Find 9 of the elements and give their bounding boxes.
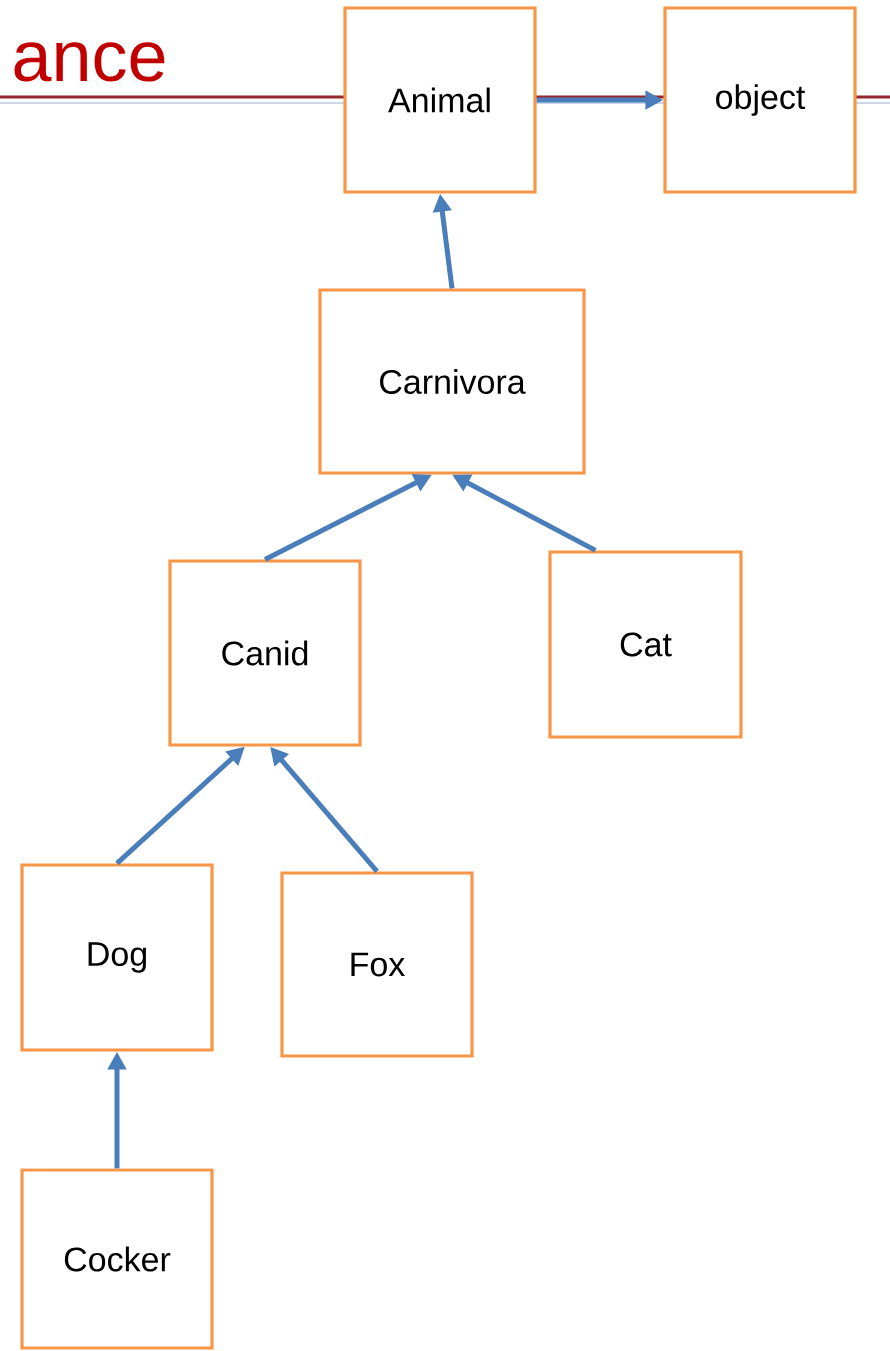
class-box: Fox [280, 871, 474, 1058]
class-box: Dog [20, 863, 214, 1052]
class-box: Animal [343, 6, 537, 194]
class-box: Cocker [20, 1168, 214, 1350]
class-box: object [663, 6, 857, 194]
class-box: Canid [168, 559, 362, 747]
class-box: Cat [548, 550, 743, 739]
title: ance [14, 42, 165, 82]
class-box: Carnivora [318, 288, 586, 475]
